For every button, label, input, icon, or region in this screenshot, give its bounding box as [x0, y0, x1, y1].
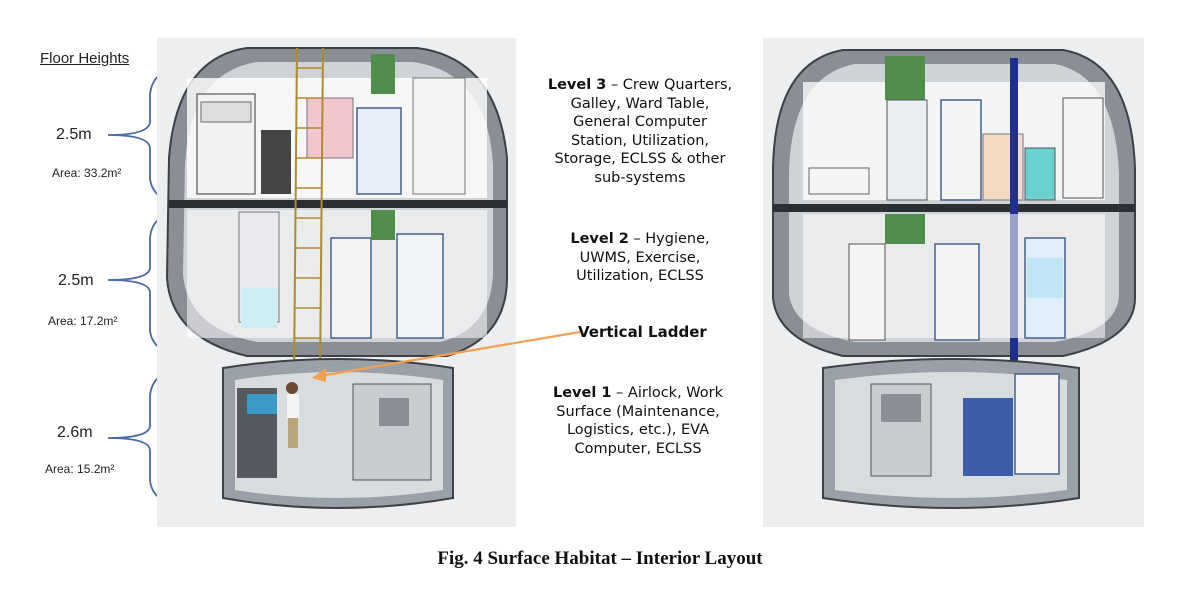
ladder-pointer-arrow [312, 330, 581, 382]
level1-height: 2.6m [57, 424, 93, 441]
habitat-cutaway-illustration [165, 47, 508, 509]
level2-area: Area: 17.2m² [48, 314, 118, 328]
floor-height-brackets [107, 73, 160, 500]
vertical-ladder-label: Vertical Ladder [578, 323, 707, 341]
level3-height: 2.5m [56, 126, 92, 143]
level1-description: Level 1 – Airlock, Work Surface (Mainten… [552, 385, 724, 457]
floor-heights-title: Floor Heights [40, 50, 130, 67]
habitat-cutaway-illustration-alt-view [772, 49, 1136, 509]
level2-height: 2.5m [58, 272, 94, 289]
level1-title: Level 1 [552, 385, 612, 401]
bracket-level3 [107, 73, 160, 198]
figure-caption: Fig. 4 Surface Habitat – Interior Layout [437, 548, 763, 569]
habitat-render-right [763, 38, 1144, 527]
level2-title: Level 2 [570, 231, 629, 247]
habitat-render-left [157, 38, 516, 527]
bracket-level2 [107, 216, 160, 350]
level3-area: Area: 33.2m² [52, 166, 122, 180]
level3-description: Level 3 – Crew Quarters, Galley, Ward Ta… [547, 77, 733, 186]
level1-area: Area: 15.2m² [45, 462, 115, 476]
bracket-level1 [107, 374, 160, 500]
level3-title: Level 3 [547, 77, 607, 93]
level2-description: Level 2 – Hygiene, UWMS, Exercise, Utili… [570, 231, 710, 284]
